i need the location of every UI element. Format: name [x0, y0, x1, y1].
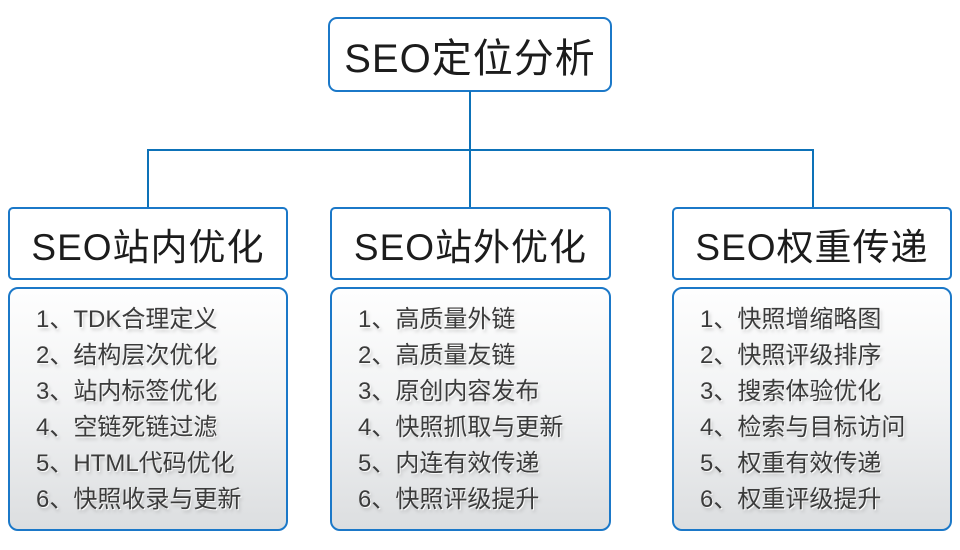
list-item: 2、结构层次优化	[36, 342, 218, 369]
header-node-offsite: SEO站外优化	[330, 207, 611, 280]
list-item: 2、快照评级排序	[700, 342, 882, 369]
connector-root-vertical	[469, 91, 471, 151]
connector-drop-left	[147, 149, 149, 208]
list-item: 1、快照增缩略图	[700, 306, 882, 333]
list-box-onsite: 1、TDK合理定义 2、结构层次优化 3、站内标签优化 4、空链死链过滤 5、H…	[8, 287, 288, 531]
list-item: 6、快照评级提升	[358, 486, 540, 513]
list-item: 3、原创内容发布	[358, 378, 540, 405]
list-item: 1、TDK合理定义	[36, 306, 218, 333]
list-item: 5、HTML代码优化	[36, 450, 235, 477]
connector-horizontal-bus	[147, 149, 814, 151]
list-box-weight: 1、快照增缩略图 2、快照评级排序 3、搜索体验优化 4、检索与目标访问 5、权…	[672, 287, 952, 531]
connector-drop-right	[812, 149, 814, 208]
list-box-offsite: 1、高质量外链 2、高质量友链 3、原创内容发布 4、快照抓取与更新 5、内连有…	[330, 287, 611, 531]
root-node-seo-positioning: SEO定位分析	[328, 17, 612, 92]
connector-drop-middle	[469, 149, 471, 208]
root-node-label: SEO定位分析	[344, 36, 596, 81]
list-item: 4、快照抓取与更新	[358, 414, 564, 441]
list-item: 5、权重有效传递	[700, 450, 882, 477]
header-node-onsite: SEO站内优化	[8, 207, 288, 280]
list-item: 1、高质量外链	[358, 306, 516, 333]
header-node-weight: SEO权重传递	[672, 207, 952, 280]
header-label: SEO站内优化	[31, 226, 265, 268]
header-label: SEO站外优化	[353, 226, 588, 268]
list-item: 5、内连有效传递	[358, 450, 540, 477]
list-item: 3、站内标签优化	[36, 378, 218, 405]
list-item: 2、高质量友链	[358, 342, 516, 369]
list-item: 6、快照收录与更新	[36, 486, 242, 513]
list-item: 6、权重评级提升	[700, 486, 882, 513]
header-label: SEO权重传递	[695, 226, 929, 268]
list-item: 4、检索与目标访问	[700, 414, 906, 441]
list-item: 3、搜索体验优化	[700, 378, 882, 405]
list-item: 4、空链死链过滤	[36, 414, 218, 441]
